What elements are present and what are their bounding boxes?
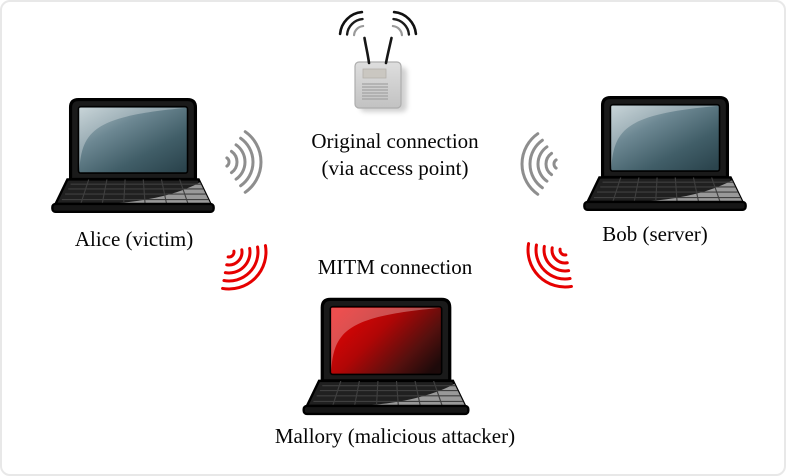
mitm-connection-label: MITM connection [317,255,473,279]
antennas [363,36,393,65]
mallory-label: Mallory (malicious attacker) [274,424,516,448]
mallory-laptop-icon [301,297,471,418]
wifi-signal-icon-mitm-left [202,225,280,303]
bob-laptop-icon [582,95,748,214]
alice-laptop-icon [50,97,216,216]
original-connection-label: Original connection (via access point) [245,128,545,182]
wifi-signal-icon-mitm-right [514,223,592,301]
original-connection-line1: Original connection [311,129,479,153]
broadcast-arcs [338,10,418,37]
vent-lines [362,83,388,100]
wifi-signal-icon-original-left [218,130,264,194]
access-point-icon [322,10,438,116]
original-connection-line2: (via access point) [321,156,469,180]
wifi-signal-icon-original-right [519,132,565,196]
bob-label: Bob (server) [602,222,708,246]
alice-label: Alice (victim) [74,227,194,251]
